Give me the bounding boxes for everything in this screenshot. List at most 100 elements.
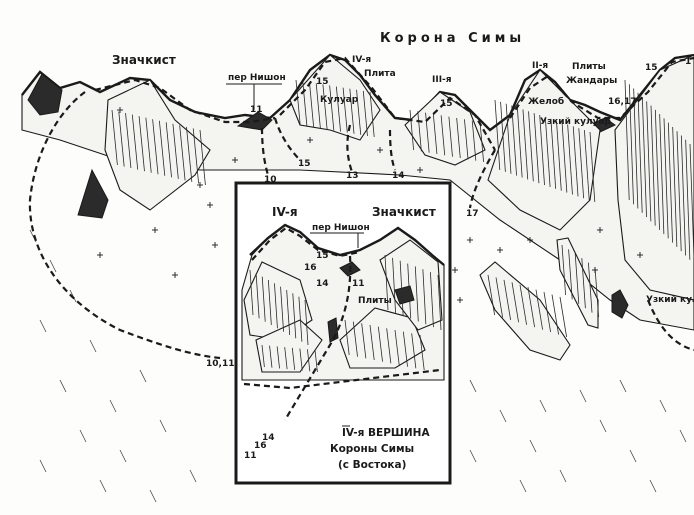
hatch-stroke bbox=[158, 120, 166, 176]
uzkiy-kuluar-right-label: Узкий кулуар bbox=[646, 295, 694, 305]
route-num-10-11: 10,11 bbox=[206, 359, 234, 369]
route-num-15-mid: 15 bbox=[298, 159, 311, 169]
hatch-stroke bbox=[315, 83, 321, 129]
slope-tick bbox=[649, 479, 657, 493]
hatch-stroke bbox=[131, 114, 139, 170]
slope-tick bbox=[659, 399, 667, 413]
inset-hatch-stroke bbox=[304, 299, 309, 346]
hatch-stroke bbox=[588, 262, 593, 313]
slope-tick bbox=[79, 429, 87, 443]
hatch-stroke bbox=[505, 103, 512, 174]
hatch-stroke bbox=[567, 124, 573, 195]
hatch-stroke bbox=[165, 122, 172, 178]
hatch-stroke bbox=[663, 118, 669, 239]
inset-panel: IV-я Значкист пер Нишон 15 16 14 11 Плит… bbox=[234, 181, 452, 485]
inset-hatch-stroke bbox=[361, 323, 367, 359]
inset-num-14: 14 bbox=[316, 279, 329, 289]
buttress-znachkist bbox=[104, 79, 211, 211]
route-num-15-iv: 15 bbox=[316, 77, 329, 87]
rock-hatching bbox=[111, 79, 694, 338]
inset-caption-line2: Короны Симы bbox=[330, 443, 414, 455]
hatch-stroke bbox=[624, 79, 630, 201]
hatch-stroke bbox=[111, 109, 118, 166]
route-ridge-ii bbox=[509, 56, 694, 120]
map-title: Корона Симы bbox=[380, 31, 525, 46]
inset-hatch-stroke bbox=[276, 346, 280, 369]
hatch-stroke bbox=[628, 84, 634, 205]
inset-caption-line3: (с Востока) bbox=[338, 459, 406, 471]
hatch-stroke bbox=[179, 125, 186, 181]
slope-tick bbox=[139, 369, 147, 383]
inset-hatch-stroke bbox=[430, 272, 434, 328]
hatch-stroke bbox=[494, 99, 501, 171]
route-13-descent bbox=[346, 124, 354, 173]
hatch-stroke bbox=[551, 294, 559, 335]
inset-hatch-stroke bbox=[267, 279, 272, 326]
inset-hatch-stroke bbox=[298, 296, 303, 342]
inset-hatch-stroke bbox=[411, 333, 417, 369]
hatch-stroke bbox=[145, 117, 152, 173]
route-num-11: 11 bbox=[250, 105, 263, 115]
hatch-stroke bbox=[495, 277, 503, 318]
hatch-stroke bbox=[464, 119, 469, 160]
inset-pass-label: пер Нишон bbox=[312, 223, 370, 233]
hatch-stroke bbox=[356, 89, 362, 135]
uzkiy-kuluar-label: Узкий кулуар bbox=[540, 117, 612, 127]
hatch-stroke bbox=[118, 111, 125, 167]
slope-tick bbox=[539, 399, 547, 413]
inset-hatch-stroke bbox=[249, 269, 254, 316]
hatch-stroke bbox=[516, 107, 523, 178]
route-15-descent bbox=[273, 117, 301, 161]
route-14-descent bbox=[388, 129, 397, 171]
dark-rocks bbox=[27, 73, 629, 319]
buttress-couloir-rock bbox=[479, 261, 571, 361]
hatch-stroke bbox=[650, 105, 656, 226]
hatch-stroke bbox=[302, 81, 308, 127]
hatch-stroke bbox=[550, 118, 557, 189]
hatch-stroke bbox=[559, 296, 567, 338]
hatch-stroke bbox=[432, 113, 438, 155]
route-10-11 bbox=[28, 91, 221, 360]
inset-hatch-stroke bbox=[414, 266, 419, 322]
hatch-stroke bbox=[594, 266, 599, 318]
peak-ii-zhandary-label: Жандары bbox=[566, 76, 617, 86]
inset-hatch-stroke bbox=[255, 273, 260, 319]
slope-tick bbox=[39, 319, 47, 333]
route-num-15-right: 15 bbox=[645, 63, 658, 73]
inset-hatch-stroke bbox=[402, 331, 408, 367]
hatch-stroke bbox=[138, 116, 145, 172]
hatch-stroke bbox=[676, 131, 682, 252]
hatch-stroke bbox=[641, 97, 647, 218]
inset-peak-iv-label: IV-я bbox=[272, 205, 298, 219]
inset-hatch-stroke bbox=[284, 347, 288, 370]
route-num-17: 17 bbox=[466, 209, 479, 219]
slope-tick bbox=[149, 489, 157, 503]
slope-tick bbox=[89, 339, 97, 353]
dark-rock-left-peak bbox=[27, 73, 63, 116]
hatch-stroke bbox=[589, 131, 596, 203]
slope-tick bbox=[109, 399, 117, 413]
hatch-stroke bbox=[471, 120, 477, 161]
hatch-stroke bbox=[417, 111, 422, 152]
hatch-stroke bbox=[646, 101, 652, 222]
inset-plity-label: Плиты bbox=[358, 296, 392, 306]
inset-buttress-mid bbox=[339, 307, 426, 369]
inset-hatch-stroke bbox=[280, 286, 284, 332]
inset-num-16: 16 bbox=[304, 263, 317, 273]
inset-hatch-stroke bbox=[399, 260, 404, 316]
hatch-stroke bbox=[685, 139, 691, 260]
hatch-stroke bbox=[295, 79, 301, 126]
dark-rock-right-small bbox=[611, 289, 629, 319]
hatch-stroke bbox=[409, 109, 414, 151]
hatch-stroke bbox=[309, 82, 315, 128]
hatch-stroke bbox=[519, 284, 527, 325]
buttress-iii bbox=[404, 91, 486, 166]
inset-route-base bbox=[243, 368, 441, 390]
route-ridge-iv bbox=[279, 56, 496, 151]
slope-tick bbox=[629, 449, 637, 463]
slope-tick bbox=[59, 379, 67, 393]
pass-nishon-label: пер Нишон bbox=[228, 73, 286, 83]
inset-hatch-stroke bbox=[299, 348, 303, 371]
hatch-stroke bbox=[535, 289, 543, 330]
